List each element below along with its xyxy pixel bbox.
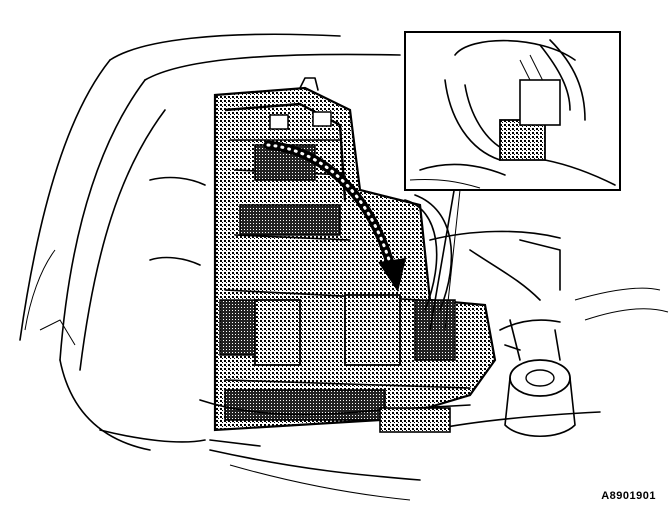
wiring-harness [199, 184, 471, 447]
body-panel-outline [19, 33, 401, 451]
inset-detail [404, 31, 621, 191]
engine-bay-outline [429, 230, 561, 301]
housing-clips [269, 77, 332, 130]
removal-arrow [263, 140, 406, 292]
figure-reference-code: A8901901 [601, 490, 656, 502]
reservoir-component [499, 287, 669, 438]
